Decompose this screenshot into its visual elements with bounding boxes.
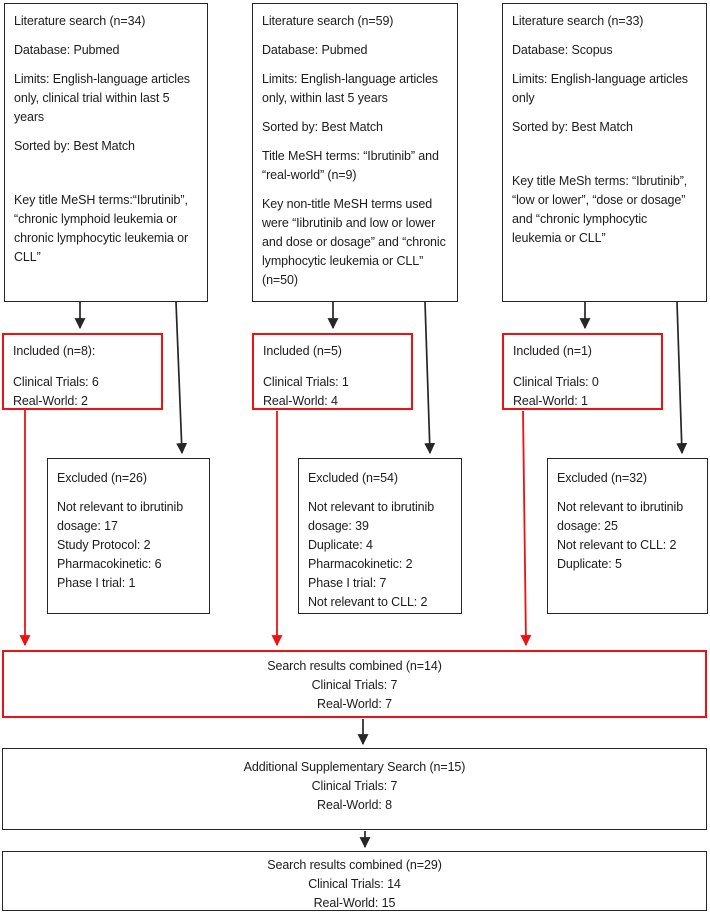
arrow-included3-combined (520, 410, 532, 647)
literature-line: Literature search (n=34) (14, 14, 146, 28)
literature-line: Sorted by: Best Match (262, 120, 383, 134)
final-line: Clinical Trials: 14 (308, 877, 401, 891)
excluded-title: Excluded (n=26) (57, 471, 147, 485)
arrow-lit1-excluded1 (175, 301, 188, 455)
arrow-lit3-excluded3 (676, 301, 688, 455)
included-title: Included (n=5) (263, 344, 342, 358)
supplementary-line: Clinical Trials: 7 (311, 779, 398, 793)
excluded-box-3: Excluded (n=32) Not relevant to ibrutini… (547, 458, 708, 614)
literature-line: Database: Pubmed (262, 43, 368, 57)
included-box-1: Included (n=8): Clinical Trials: 6 Real-… (2, 333, 163, 410)
literature-line: Sorted by: Best Match (512, 120, 633, 134)
excluded-title: Excluded (n=54) (308, 471, 398, 485)
excluded-box-1: Excluded (n=26) Not relevant to ibrutini… (47, 458, 210, 614)
combined-results-box: Search results combined (n=14) Clinical … (2, 650, 707, 718)
literature-search-box-2: Literature search (n=59) Database: Pubme… (252, 3, 458, 302)
literature-line: Literature search (n=33) (512, 14, 644, 28)
literature-line: Limits: English-language articles only (512, 72, 688, 105)
excluded-box-2: Excluded (n=54) Not relevant to ibrutini… (298, 458, 462, 614)
literature-line: Database: Pubmed (14, 43, 120, 57)
included-line: Clinical Trials: 0 (513, 375, 599, 389)
included-line: Clinical Trials: 1 (263, 375, 349, 389)
literature-line: Title MeSH terms: “Ibrutinib” and “real-… (262, 149, 439, 182)
literature-line: Sorted by: Best Match (14, 139, 135, 153)
excluded-line: Not relevant to ibrutinib dosage: 17 (57, 500, 184, 533)
combined-line: Search results combined (n=14) (267, 659, 442, 673)
excluded-line: Not relevant to CLL: 2 (557, 538, 677, 552)
final-results-box: Search results combined (n=29) Clinical … (2, 851, 707, 911)
literature-line: Key title MeSh terms: “Ibrutinib”, “low … (512, 174, 688, 245)
excluded-line: Not relevant to CLL: 2 (308, 595, 428, 609)
literature-line: Database: Scopus (512, 43, 613, 57)
literature-line: Limits: English-language articles only, … (14, 72, 190, 124)
final-line: Real-World: 15 (313, 896, 396, 910)
supplementary-line: Additional Supplementary Search (n=15) (243, 760, 466, 774)
included-box-3: Included (n=1) Clinical Trials: 0 Real-W… (502, 333, 663, 410)
excluded-line: Not relevant to ibrutinib dosage: 39 (308, 500, 435, 533)
excluded-line: Phase I trial: 1 (57, 576, 136, 590)
literature-line: Literature search (n=59) (262, 14, 394, 28)
excluded-line: Pharmacokinetic: 6 (57, 557, 162, 571)
literature-line: Limits: English-language articles only, … (262, 72, 438, 105)
included-title: Included (n=1) (513, 344, 592, 358)
arrow-lit2-excluded2 (424, 301, 436, 455)
excluded-line: Duplicate: 5 (557, 557, 622, 571)
literature-search-box-1: Literature search (n=34) Database: Pubme… (4, 3, 208, 302)
excluded-title: Excluded (n=32) (557, 471, 647, 485)
final-line: Search results combined (n=29) (267, 858, 442, 872)
excluded-line: Study Protocol: 2 (57, 538, 151, 552)
included-line: Real-World: 2 (13, 394, 88, 408)
included-line: Real-World: 4 (263, 394, 338, 408)
combined-line: Real-World: 7 (317, 697, 392, 711)
supplementary-search-box: Additional Supplementary Search (n=15) C… (2, 748, 707, 830)
literature-search-box-3: Literature search (n=33) Database: Scopu… (502, 3, 707, 302)
excluded-line: Pharmacokinetic: 2 (308, 557, 413, 571)
included-line: Clinical Trials: 6 (13, 375, 99, 389)
literature-line: Key title MeSH terms:“Ibrutinib”, “chron… (14, 193, 189, 264)
included-box-2: Included (n=5) Clinical Trials: 1 Real-W… (252, 333, 413, 410)
combined-line: Clinical Trials: 7 (311, 678, 398, 692)
included-title: Included (n=8): (13, 344, 96, 358)
included-line: Real-World: 1 (513, 394, 588, 408)
excluded-line: Duplicate: 4 (308, 538, 373, 552)
supplementary-line: Real-World: 8 (317, 798, 392, 812)
excluded-line: Not relevant to ibrutinib dosage: 25 (557, 500, 684, 533)
excluded-line: Phase I trial: 7 (308, 576, 387, 590)
literature-line: Key non-title MeSH terms used were “Iibr… (262, 197, 446, 287)
